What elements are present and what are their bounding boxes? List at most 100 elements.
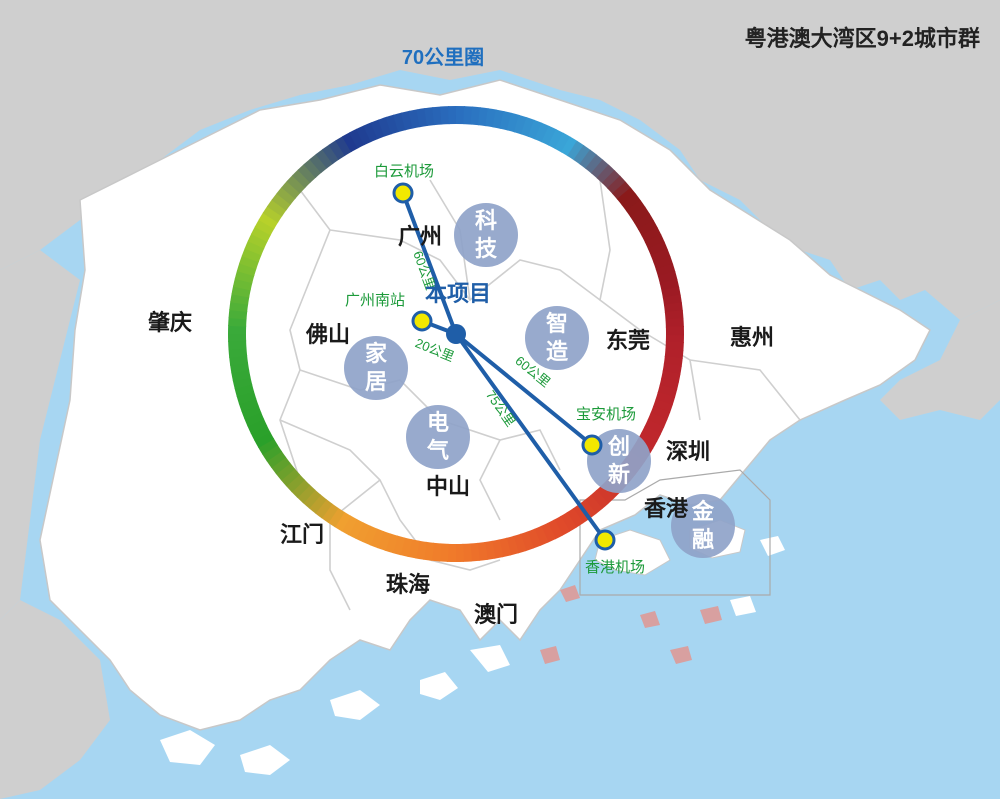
island-south-4 xyxy=(420,672,458,700)
ring-segment xyxy=(554,132,572,153)
ring-segment xyxy=(596,164,616,184)
ring-segment xyxy=(567,140,585,161)
ring-segment xyxy=(400,110,414,131)
badge-innovation-line2: 新 xyxy=(608,462,630,487)
ring-segment xyxy=(476,541,488,561)
markers xyxy=(392,182,616,551)
ring-segment xyxy=(281,180,301,200)
ring-segment xyxy=(291,169,311,189)
ring-segment xyxy=(270,456,291,475)
city-labels: 广州 佛山 肇庆 东莞 惠州 深圳 香港 中山 江门 珠海 澳门 xyxy=(148,224,774,627)
city-guangzhou: 广州 xyxy=(398,224,442,249)
ring-segment xyxy=(415,540,427,560)
ring-segment xyxy=(266,199,287,217)
ring-segment xyxy=(321,503,339,524)
ring-segment xyxy=(254,431,275,448)
ring-segment xyxy=(392,535,406,556)
ring-segment xyxy=(641,226,662,243)
ring-segment xyxy=(616,187,637,206)
ring-segment xyxy=(362,525,378,546)
ring-segment xyxy=(662,363,682,375)
ring-label: 70公里圈 xyxy=(402,46,484,69)
badge-tech-circle xyxy=(454,203,518,267)
ring-segment xyxy=(363,122,379,143)
ring-segment xyxy=(621,193,642,212)
ring-segment xyxy=(250,425,271,442)
ring-segment xyxy=(275,462,296,481)
ring-segment xyxy=(347,518,364,539)
ring-segment xyxy=(548,129,565,150)
ring-segment xyxy=(262,205,283,223)
route-baoan xyxy=(454,332,594,447)
ring-segment xyxy=(369,528,385,549)
ring-segment xyxy=(238,397,259,412)
ring-segment xyxy=(241,247,262,263)
city-hongkong: 香港 xyxy=(644,496,689,521)
ring-segment xyxy=(612,181,632,200)
badge-electric: 电 气 xyxy=(406,405,470,469)
island-south-1 xyxy=(160,730,215,765)
ring-segment xyxy=(236,390,257,405)
badge-smart-circle xyxy=(525,306,589,370)
ring-segment xyxy=(663,302,683,314)
ring-segment xyxy=(432,106,443,126)
ring-segment xyxy=(314,498,333,519)
ring-segment xyxy=(601,169,621,189)
ring-segment xyxy=(230,362,250,374)
label-baiyun: 白云机场 xyxy=(374,163,434,180)
ring-segment xyxy=(527,119,543,140)
ring-segment xyxy=(573,144,591,165)
label-baoan: 宝安机场 xyxy=(576,406,636,423)
island-south-3 xyxy=(330,690,380,720)
ring-segment xyxy=(640,426,661,443)
ring-segment xyxy=(534,122,550,143)
badge-electric-circle xyxy=(406,405,470,469)
ring-segment xyxy=(585,154,604,174)
ring-segment xyxy=(547,519,564,540)
ring-segment xyxy=(664,310,684,321)
ring-segment xyxy=(228,347,248,358)
ring-segment xyxy=(258,212,279,230)
city-zhuhai: 珠海 xyxy=(386,572,430,597)
route-baiyun xyxy=(401,191,458,336)
ring-segment xyxy=(430,542,442,562)
city-dongguan: 东莞 xyxy=(606,328,650,353)
outer-land-southwest xyxy=(0,600,110,799)
ring-segment xyxy=(236,262,257,277)
ring-segment xyxy=(296,484,316,504)
ring-segment xyxy=(262,444,282,462)
ring-segment xyxy=(315,148,334,169)
ring-segment xyxy=(566,508,584,528)
ring-segment xyxy=(251,225,272,242)
ring-segment xyxy=(232,376,253,390)
ring-segment xyxy=(584,494,603,515)
ring-segment xyxy=(244,240,265,256)
ring-segment xyxy=(590,490,609,510)
ring-segment xyxy=(513,114,528,135)
ring-segment xyxy=(579,149,598,170)
ring-segment xyxy=(231,369,251,382)
marker-project xyxy=(446,324,466,344)
marker-baoan xyxy=(581,434,603,456)
ring-segment xyxy=(664,348,684,360)
marker-hk-airport xyxy=(594,529,616,551)
ring-segment xyxy=(560,512,577,533)
ring-segment xyxy=(491,539,504,559)
ring-segment xyxy=(229,354,249,366)
marker-gz-south xyxy=(411,310,433,332)
badge-tech: 科 技 xyxy=(454,203,518,267)
badge-home: 家 居 xyxy=(344,336,408,400)
ring-segment xyxy=(424,107,436,127)
ring-segment xyxy=(484,540,496,560)
ring-segment xyxy=(540,522,556,543)
ring-segment xyxy=(634,213,655,230)
ring-segment xyxy=(254,218,275,236)
ring-segment xyxy=(505,535,519,556)
ring-segment xyxy=(228,308,248,320)
ring-segment xyxy=(327,507,345,528)
ring-segment xyxy=(378,116,393,137)
ring-segment xyxy=(663,355,683,367)
ring-segment xyxy=(526,528,542,549)
outer-land-north xyxy=(0,0,1000,320)
